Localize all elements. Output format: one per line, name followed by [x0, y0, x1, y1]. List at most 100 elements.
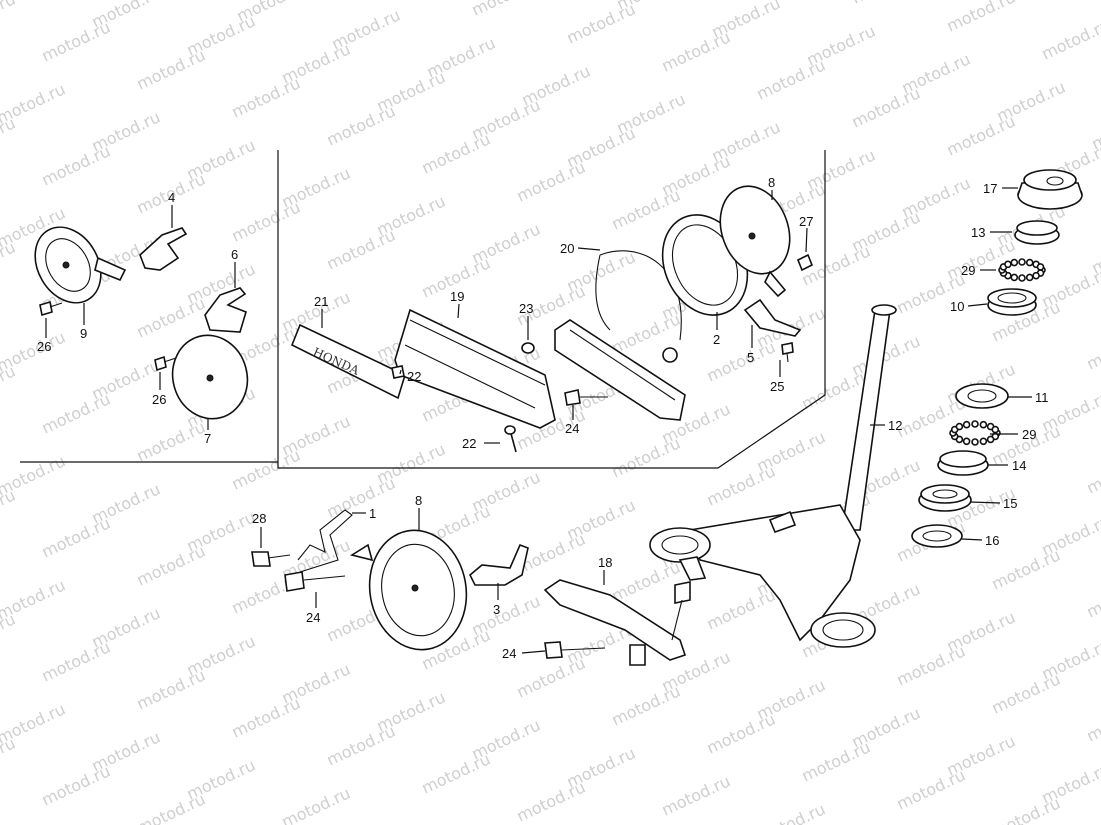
callout-21: 21 — [314, 294, 328, 309]
steel-ball — [1025, 258, 1034, 267]
steel-ball — [986, 435, 995, 444]
watermark-text: motod.ru — [944, 111, 1019, 159]
watermark-text: motod.ru — [134, 541, 209, 589]
watermark-text: motod.ru — [1039, 15, 1101, 63]
steel-ball — [971, 438, 979, 446]
watermark-text: motod.ru — [659, 771, 734, 819]
watermark-text: motod.ru — [39, 141, 114, 189]
bracket-18-part — [543, 579, 691, 666]
watermark-text: motod.ru — [469, 0, 544, 20]
watermark-text: motod.ru — [229, 73, 304, 121]
callout-10: 10 — [950, 299, 964, 314]
callout-7: 7 — [204, 431, 211, 446]
horn-7-part — [171, 334, 249, 420]
screw-27-part — [796, 253, 814, 272]
bolt-24-bot-part — [544, 641, 606, 659]
callout-20: 20 — [560, 241, 574, 256]
watermark-text: motod.ru — [39, 637, 114, 685]
watermark-text: motod.ru — [1084, 573, 1101, 621]
callout-6: 6 — [231, 247, 238, 262]
watermark-text: motod.ru — [134, 45, 209, 93]
horn-lower-group — [251, 509, 691, 666]
watermark-text: motod.ru — [1084, 697, 1101, 745]
watermark-text: motod.ru — [324, 721, 399, 769]
callout-18: 18 — [598, 555, 612, 570]
leader-lines — [45, 187, 1032, 654]
bracket-5-part — [743, 298, 802, 337]
callout-13: 13 — [971, 225, 985, 240]
bracket-6-part — [204, 287, 247, 333]
callout-17: 17 — [983, 181, 997, 196]
watermark-text: motod.ru — [799, 737, 874, 785]
bottom-cone-race-part — [937, 450, 989, 476]
watermark-text: motod.ru — [419, 749, 494, 797]
watermark-text: motod.ru — [849, 83, 924, 131]
top-cone-race-part — [1014, 220, 1060, 245]
watermark-text: motod.ru — [229, 445, 304, 493]
callout-23: 23 — [519, 301, 533, 316]
watermark-text: motod.ru — [324, 225, 399, 273]
callout-27: 27 — [799, 214, 813, 229]
watermark-text: motod.ru — [754, 799, 829, 825]
nut-23-part — [521, 342, 535, 354]
watermark-text: motod.ru — [419, 129, 494, 177]
callout-8-top: 8 — [768, 175, 775, 190]
callout-24-top: 24 — [565, 421, 579, 436]
steel-balls-bottom-part — [949, 420, 1001, 446]
watermark-text: motod.ru — [659, 27, 734, 75]
steel-ball — [1010, 258, 1019, 267]
steel-ball — [1004, 260, 1012, 269]
watermark-text: motod.ru — [704, 709, 779, 757]
watermark-text: motod.ru — [1084, 325, 1101, 373]
callout-29-top: 29 — [961, 263, 975, 278]
callout-26-b: 26 — [152, 392, 166, 407]
callout-24-mid: 24 — [306, 610, 320, 625]
callout-12: 12 — [888, 418, 902, 433]
watermark-text: motod.ru — [564, 0, 639, 48]
steel-ball — [1032, 271, 1040, 280]
watermark-text: motod.ru — [229, 197, 304, 245]
watermark-text: motod.ru — [324, 101, 399, 149]
watermark-text: motod.ru — [754, 55, 829, 103]
horn-9-part — [34, 226, 127, 304]
bolt-28-part — [251, 551, 291, 567]
callout-25: 25 — [770, 379, 784, 394]
callout-11: 11 — [1035, 390, 1049, 405]
callout-19: 19 — [450, 289, 464, 304]
watermark-text: motod.ru — [229, 693, 304, 741]
dust-seal-washer-part — [911, 524, 963, 548]
callout-8-bottom: 8 — [415, 493, 422, 508]
bolt-22b-part — [504, 425, 517, 453]
watermark-text: motod.ru — [134, 417, 209, 465]
watermark-text: motod.ru — [514, 157, 589, 205]
watermark-text: motod.ru — [279, 783, 354, 825]
steel-ball — [979, 437, 988, 446]
stem-nut-cap-part — [1017, 169, 1083, 210]
watermark-text: motod.ru — [989, 545, 1064, 593]
bolt-22a-part — [391, 365, 405, 379]
watermark-text: motod.ru — [609, 557, 684, 605]
steel-ball — [962, 437, 971, 446]
steel-ball — [962, 420, 971, 429]
bracket-1-part — [297, 509, 353, 573]
steel-ball — [991, 425, 1000, 434]
bracket-4-part — [139, 227, 188, 271]
callout-5: 5 — [747, 350, 754, 365]
horn-left-group — [34, 226, 249, 420]
horn-top-part — [719, 185, 791, 298]
bracket-3-part — [469, 543, 529, 586]
dust-seal-part — [918, 484, 972, 512]
steel-ball — [1036, 263, 1045, 271]
watermark-text: motod.ru — [39, 389, 114, 437]
watermark-text: motod.ru — [134, 665, 209, 713]
callout-1: 1 — [369, 506, 376, 521]
callout-29-bottom: 29 — [1022, 427, 1036, 442]
headlight-case-part — [554, 250, 686, 421]
watermark-text: motod.ru — [134, 789, 209, 825]
callout-22-a: 22 — [407, 369, 421, 384]
steering-stem-part — [649, 304, 897, 648]
watermark-text: motod.ru — [0, 0, 18, 38]
watermark-text: motod.ru — [39, 513, 114, 561]
watermark-text: motod.ru — [514, 777, 589, 825]
